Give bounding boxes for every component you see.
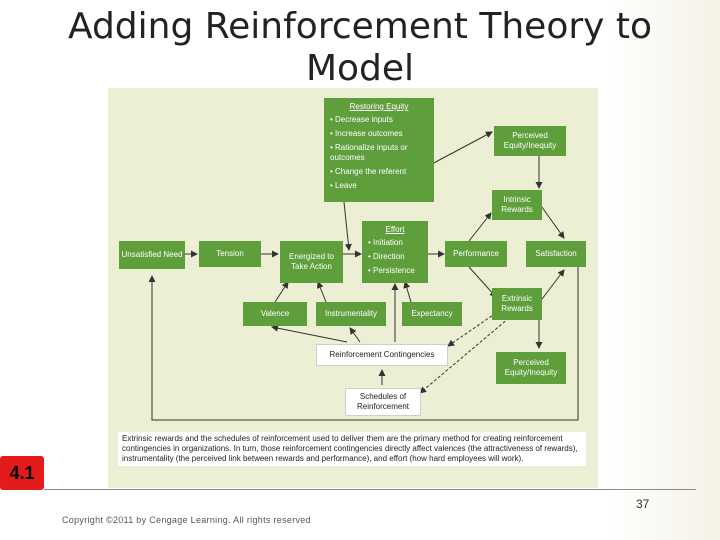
arrow-extrinsic-satisfaction: [538, 269, 565, 304]
effort-item: Direction: [368, 252, 422, 262]
page-number: 37: [636, 497, 650, 511]
reinforcement-contingencies-box: Reinforcement Contingencies: [316, 344, 448, 366]
restoring-equity-item: Leave: [330, 181, 428, 191]
extrinsic-rewards-box: Extrinsic Rewards: [492, 288, 542, 320]
arrow-valence-energized: [274, 281, 289, 303]
figure-number-badge: 4.1: [0, 456, 44, 490]
intrinsic-rewards-box: Intrinsic Rewards: [492, 190, 542, 220]
background-watermark: [610, 0, 720, 540]
figure-caption: Extrinsic rewards and the schedules of r…: [118, 432, 586, 466]
slide-title: Adding Reinforcement Theory to Model: [30, 6, 690, 90]
arrow-performance-intrinsic: [468, 212, 492, 242]
arrow-restoring-energized: [343, 201, 352, 251]
schedules-of-reinforcement-box: Schedules of Reinforcement: [345, 388, 421, 416]
arrow-feedback-loop: [148, 266, 579, 421]
restoring-equity-header: Restoring Equity: [349, 102, 409, 111]
arrow-contingencies-valence: [271, 324, 348, 343]
copyright-footer: Copyright ©2011 by Cengage Learning. All…: [62, 515, 311, 525]
title-line-1: Adding Reinforcement Theory to: [67, 6, 653, 47]
perceived-equity-bottom-box: Perceived Equity/Inequity: [496, 352, 566, 384]
tension-box: Tension: [199, 241, 261, 267]
arrow-intrinsic-satisfaction: [538, 202, 565, 239]
dashed-arrow-extrinsic-schedules: [419, 317, 510, 394]
effort-box: Effort Initiation Direction Persistence: [362, 221, 428, 283]
effort-item: Persistence: [368, 266, 422, 276]
energized-box: Energized to Take Action: [280, 241, 343, 283]
restoring-equity-item: Increase outcomes: [330, 129, 428, 139]
instrumentality-box: Instrumentality: [316, 302, 386, 326]
restoring-equity-item: Rationalize inputs or outcomes: [330, 143, 428, 163]
unsatisfied-need-box: Unsatisfied Need: [119, 241, 185, 269]
satisfaction-box: Satisfaction: [526, 241, 586, 267]
performance-box: Performance: [445, 241, 507, 267]
restoring-equity-box: Restoring Equity Decrease inputs Increas…: [324, 98, 434, 202]
expectancy-box: Expectancy: [402, 302, 462, 326]
arrow-to-perceived-equity: [427, 131, 493, 167]
arrow-expectancy-effort: [403, 281, 412, 303]
perceived-equity-top-box: Perceived Equity/Inequity: [494, 126, 566, 156]
footer-divider: [44, 489, 696, 490]
restoring-equity-item: Decrease inputs: [330, 115, 428, 125]
restoring-equity-item: Change the referent: [330, 167, 428, 177]
valence-box: Valence: [243, 302, 307, 326]
effort-item: Initiation: [368, 238, 422, 248]
effort-header: Effort: [385, 225, 405, 234]
arrow-performance-extrinsic: [468, 266, 497, 298]
arrow-instrumentality-energized: [316, 281, 327, 303]
arrow-contingencies-instrumentality: [349, 327, 361, 343]
title-line-2: Model: [305, 48, 415, 89]
